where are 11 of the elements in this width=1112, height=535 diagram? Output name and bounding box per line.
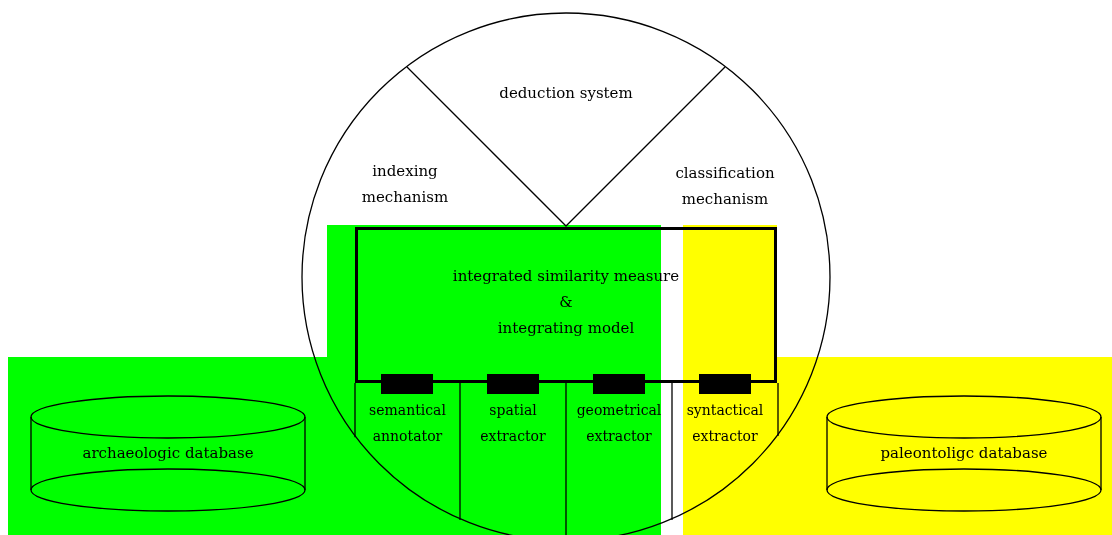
module-label: syntactical extractor (685, 401, 765, 446)
module-label: geometrical extractor (575, 401, 663, 446)
box-label: & (558, 292, 574, 313)
module-label: semantical annotator (368, 401, 447, 446)
database-label: paleontoligc database (879, 443, 1049, 464)
box-label: integrating model (496, 318, 636, 339)
sector-label: indexing mechanism (360, 161, 450, 208)
sector-label: classification mechanism (674, 163, 776, 210)
database-label: archaeologic database (81, 443, 255, 464)
module-label: spatial extractor (479, 401, 547, 446)
sector-label: deduction system (498, 83, 634, 104)
